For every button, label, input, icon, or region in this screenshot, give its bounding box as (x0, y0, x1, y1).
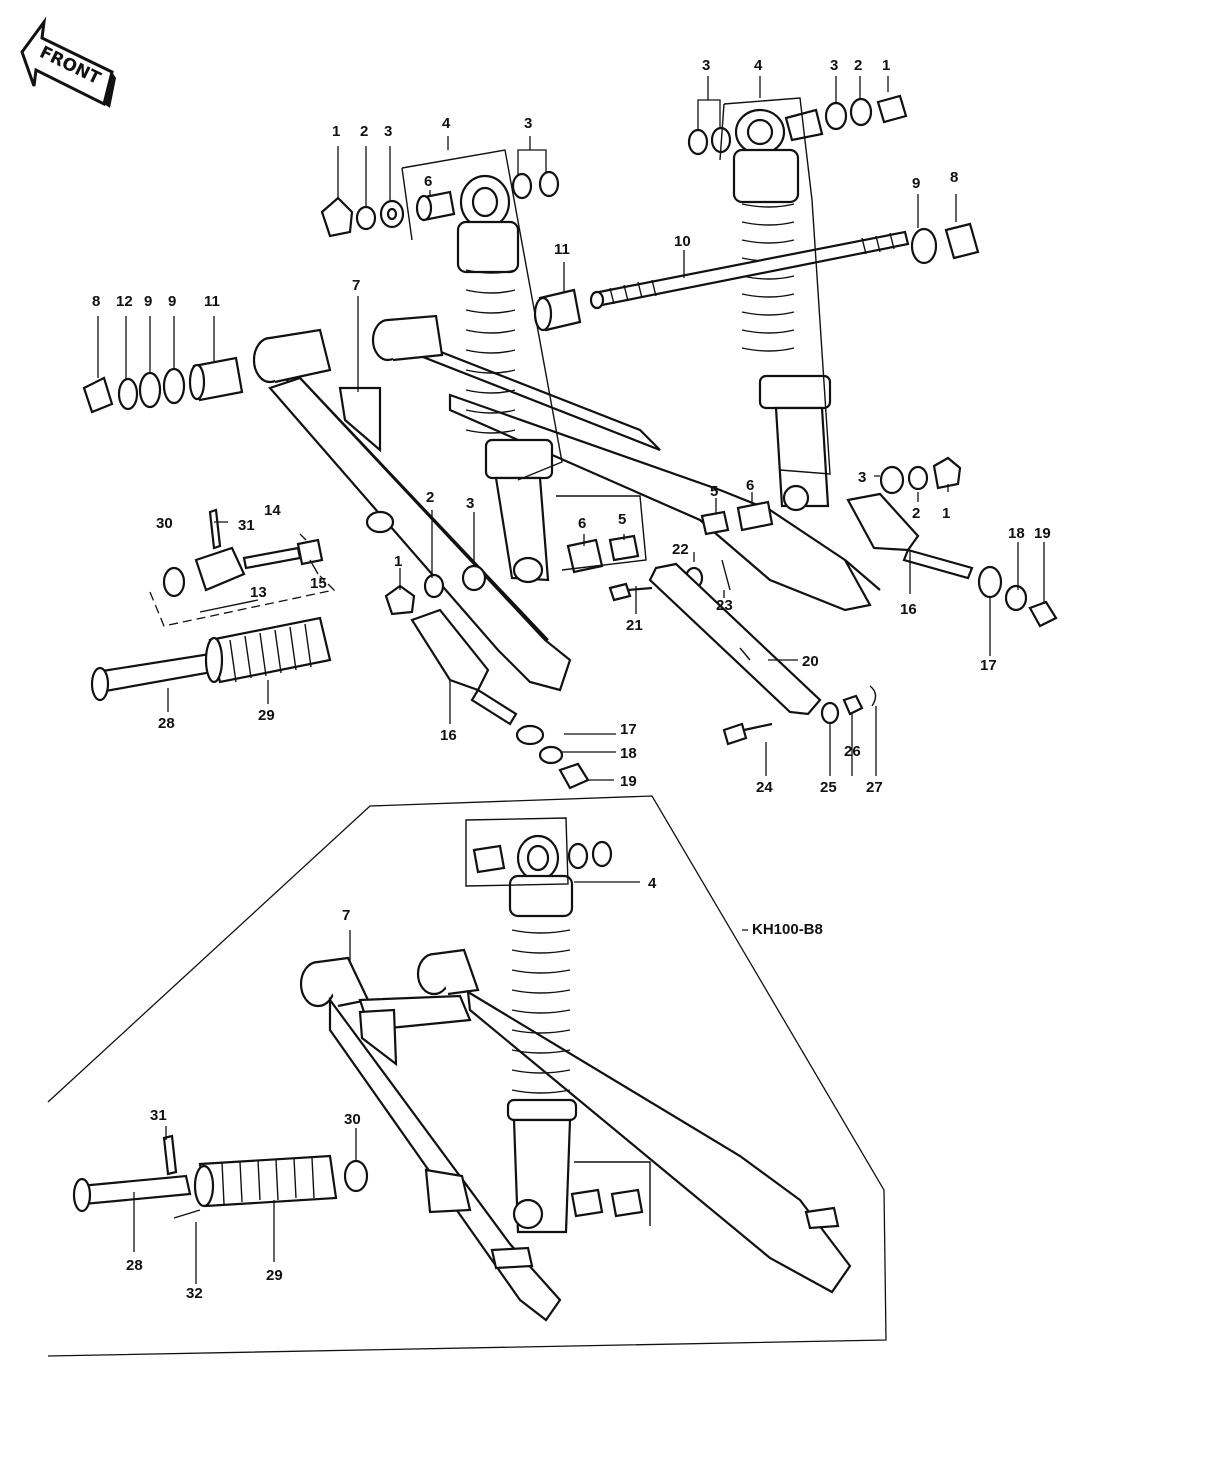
callout: 2 (360, 123, 368, 140)
callout: 4 (648, 875, 657, 892)
callout: 28 (158, 715, 175, 732)
callout: 15 (310, 575, 327, 592)
axle-10 (589, 230, 910, 310)
callout: 27 (866, 779, 883, 796)
rear-shock-absorber-left (456, 174, 554, 584)
callout: 16 (440, 727, 457, 744)
callout: 2 (426, 489, 434, 506)
callout: 8 (950, 169, 958, 186)
callout: 29 (258, 707, 275, 724)
front-arrow-icon: FRONT (20, 16, 116, 108)
callout: 1 (394, 553, 402, 570)
torque-plates-16 (410, 492, 974, 726)
callout: 10 (674, 233, 691, 250)
callout: 17 (620, 721, 637, 738)
variant-label: KH100-B8 (752, 921, 823, 938)
callout: 1 (882, 57, 890, 74)
callout: 28 (126, 1257, 143, 1274)
callout: 5 (618, 511, 626, 528)
callout: 7 (352, 277, 360, 294)
callout: 30 (156, 515, 173, 532)
callout: 2 (912, 505, 920, 522)
callout: 21 (626, 617, 643, 634)
callout: 11 (204, 293, 220, 310)
rear-shock-absorber-right (732, 108, 832, 512)
callout: 4 (754, 57, 763, 74)
callout: 5 (710, 483, 718, 500)
callout: 26 (844, 743, 861, 760)
callout: 20 (802, 653, 819, 670)
callout: 6 (424, 173, 432, 190)
callout: 1 (942, 505, 950, 522)
callout: 1 (332, 123, 340, 140)
callout: 3 (466, 495, 474, 512)
callout: 18 (620, 745, 637, 762)
callout: 23 (716, 597, 733, 614)
callout: 6 (578, 515, 586, 532)
callout: 7 (342, 907, 350, 924)
callout: 22 (672, 541, 689, 558)
callout: 31 (238, 517, 255, 534)
variant-assembly (72, 817, 852, 1322)
callout: 30 (344, 1111, 361, 1128)
callout: 12 (116, 293, 133, 310)
callout: 9 (144, 293, 152, 310)
callout: 18 (1008, 525, 1025, 542)
callout: 19 (1034, 525, 1051, 542)
callout: 2 (854, 57, 862, 74)
callout: 29 (266, 1267, 283, 1284)
callout: 3 (858, 469, 866, 486)
callout: 17 (980, 657, 997, 674)
callout: 25 (820, 779, 837, 796)
callout: 19 (620, 773, 637, 790)
torque-link-20 (648, 562, 822, 716)
variant-boundary (47, 795, 887, 1357)
callout: 4 (442, 115, 451, 132)
callout: 13 (250, 584, 267, 601)
callout: 14 (264, 502, 281, 519)
callout: 3 (830, 57, 838, 74)
callout: 8 (92, 293, 100, 310)
callout: 3 (524, 115, 532, 132)
callout: 11 (554, 241, 570, 258)
callout: 9 (912, 175, 920, 192)
callout: 3 (384, 123, 392, 140)
callout: 24 (756, 779, 773, 796)
callout: 6 (746, 477, 754, 494)
callout-labels: 1 2 3 4 3 6 3 4 3 2 1 8 12 9 9 11 7 11 1… (92, 57, 1051, 1302)
callout: 9 (168, 293, 176, 310)
callout: 3 (702, 57, 710, 74)
callout: 31 (150, 1107, 167, 1124)
callout: 32 (186, 1285, 203, 1302)
leader-lines (97, 76, 1045, 1284)
top-dashed-outlines (401, 97, 831, 571)
hardware-parts (82, 94, 1058, 790)
footrest-assembly (90, 508, 336, 702)
callout: 16 (900, 601, 917, 618)
